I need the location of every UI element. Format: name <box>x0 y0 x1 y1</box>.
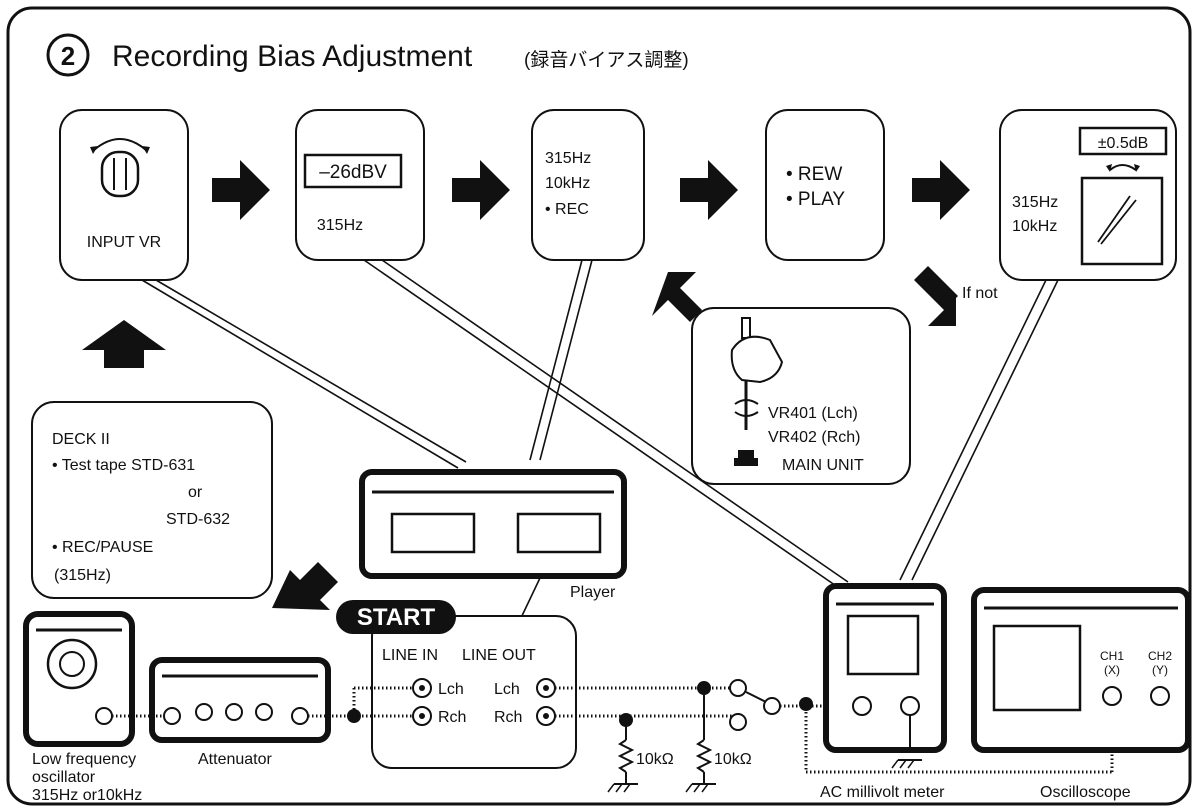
line-out-lch-label: Lch <box>494 681 520 698</box>
line-in-lch-label: Lch <box>438 681 464 698</box>
step-box-4 <box>765 109 885 261</box>
signal-wiring: 10kΩ 10kΩ <box>112 679 1114 793</box>
oscilloscope-label: Oscilloscope <box>1040 784 1131 801</box>
adjustment-panel: VR401 (Lch) VR402 (Rch) MAIN UNIT <box>691 307 911 485</box>
player-label: Player <box>570 584 616 601</box>
flow-arrow-down-left <box>914 266 958 326</box>
millivolt-screen <box>846 614 920 676</box>
main-unit-label: MAIN UNIT <box>782 457 864 474</box>
level-value: –26dBV <box>319 162 387 183</box>
ch1-label: CH1 <box>1100 649 1124 663</box>
rec-line-2: 10kHz <box>545 175 590 192</box>
low-frequency-oscillator: Low frequency oscillator 315Hz or10kHz <box>23 611 142 804</box>
play-line-2: • PLAY <box>786 189 845 210</box>
callout-lines <box>141 259 1059 621</box>
oscilloscope-device: CH1 (X) CH2 (Y) Oscilloscope <box>971 587 1191 801</box>
millivolt-label: AC millivolt meter <box>820 784 945 801</box>
flow-arrow-up-left <box>652 272 702 322</box>
millivolt-input-jack <box>852 696 872 716</box>
resistor-1-label: 10kΩ <box>636 751 674 768</box>
rec-line-3: • REC <box>545 201 589 218</box>
resistor-2-label: 10kΩ <box>714 751 752 768</box>
meter-freq-1: 315Hz <box>1012 194 1058 211</box>
rec-line-1: 315Hz <box>545 150 591 167</box>
knob-icon <box>90 138 150 198</box>
step-input-vr: INPUT VR <box>59 109 189 281</box>
millivolt-ground-jack <box>900 696 920 716</box>
deck-line-5: • REC/PAUSE <box>52 539 153 556</box>
vr402-label: VR402 (Rch) <box>768 429 860 446</box>
input-vr-label: INPUT VR <box>87 234 161 251</box>
title-japanese: (録音バイアス調整) <box>524 49 689 71</box>
title-text: Recording Bias Adjustment <box>112 40 473 73</box>
flow-arrow-right-2 <box>452 160 510 220</box>
step-check-level: ±0.5dB 315Hz 10kHz <box>999 109 1177 281</box>
start-badge <box>336 600 456 634</box>
oscilloscope-screen <box>992 624 1082 712</box>
step-box-3 <box>531 109 645 261</box>
ch2-label: CH2 <box>1148 649 1172 663</box>
if-not-label: If not <box>962 285 998 302</box>
oscillator-output-jack <box>95 707 113 725</box>
play-line-1: • REW <box>786 164 842 185</box>
attenuator-label: Attenuator <box>198 751 273 768</box>
deck-line-4: STD-632 <box>166 511 230 528</box>
line-in-rch-label: Rch <box>438 709 466 726</box>
switch-contact-bottom <box>729 713 747 731</box>
flow-arrow-right-4 <box>912 160 970 220</box>
ch1-jack <box>1102 686 1122 706</box>
diagram-title: 2 Recording Bias Adjustment (録音バイアス調整) <box>46 33 689 77</box>
player-device: Player <box>359 469 627 601</box>
start-label: START <box>357 604 436 631</box>
step-playback: • REW • PLAY <box>765 109 885 261</box>
switch-common <box>763 697 781 715</box>
ch2-axis: (Y) <box>1152 663 1168 677</box>
attenuator-device: Attenuator <box>149 657 331 768</box>
flow-arrow-right-3 <box>680 160 738 220</box>
screwdriver-icon <box>730 317 784 466</box>
deck-line-3: or <box>188 484 203 501</box>
deck-line-2: • Test tape STD-631 <box>52 457 195 474</box>
deck-setup-panel: DECK II • Test tape STD-631 or STD-632 •… <box>31 401 273 599</box>
flow-arrow-up <box>82 320 166 368</box>
jack-panel: START LINE IN LINE OUT Lch Rch Lch Rch <box>336 600 577 769</box>
player-right-window <box>516 512 602 554</box>
deck-line-1: DECK II <box>52 431 110 448</box>
oscillator-label-2: oscillator <box>32 769 96 786</box>
step-record: 315Hz 10kHz • REC <box>531 109 645 261</box>
step-input-level: –26dBV 315Hz <box>295 109 425 261</box>
oscillator-label-3: 315Hz or10kHz <box>32 787 142 804</box>
line-out-label: LINE OUT <box>462 647 536 664</box>
step-number-circle <box>46 33 90 77</box>
attenuator-body <box>149 657 331 743</box>
ch2-jack <box>1150 686 1170 706</box>
step-number: 2 <box>61 41 75 71</box>
meter-face <box>1080 176 1164 266</box>
line-in-label: LINE IN <box>382 647 438 664</box>
outer-frame <box>6 6 1192 806</box>
player-left-window <box>390 512 476 554</box>
ac-millivolt-meter: AC millivolt meter <box>820 583 947 801</box>
deck-line-6: (315Hz) <box>54 567 111 584</box>
oscillator-label-1: Low frequency <box>32 751 136 768</box>
level-value-box <box>303 153 403 189</box>
tolerance-value: ±0.5dB <box>1098 135 1149 152</box>
flow-arrow-up-right <box>272 562 338 610</box>
jack-panel-box <box>371 615 577 769</box>
ch1-axis: (X) <box>1104 663 1120 677</box>
switch-contact-top <box>729 679 747 697</box>
vr401-label: VR401 (Lch) <box>768 405 858 422</box>
level-frequency: 315Hz <box>317 217 363 234</box>
needle-swing-icon <box>1109 164 1137 171</box>
meter-freq-2: 10kHz <box>1012 218 1057 235</box>
flow-arrow-right-1 <box>212 160 270 220</box>
deck-box <box>31 401 273 599</box>
tolerance-box <box>1078 126 1168 156</box>
line-out-rch-label: Rch <box>494 709 522 726</box>
